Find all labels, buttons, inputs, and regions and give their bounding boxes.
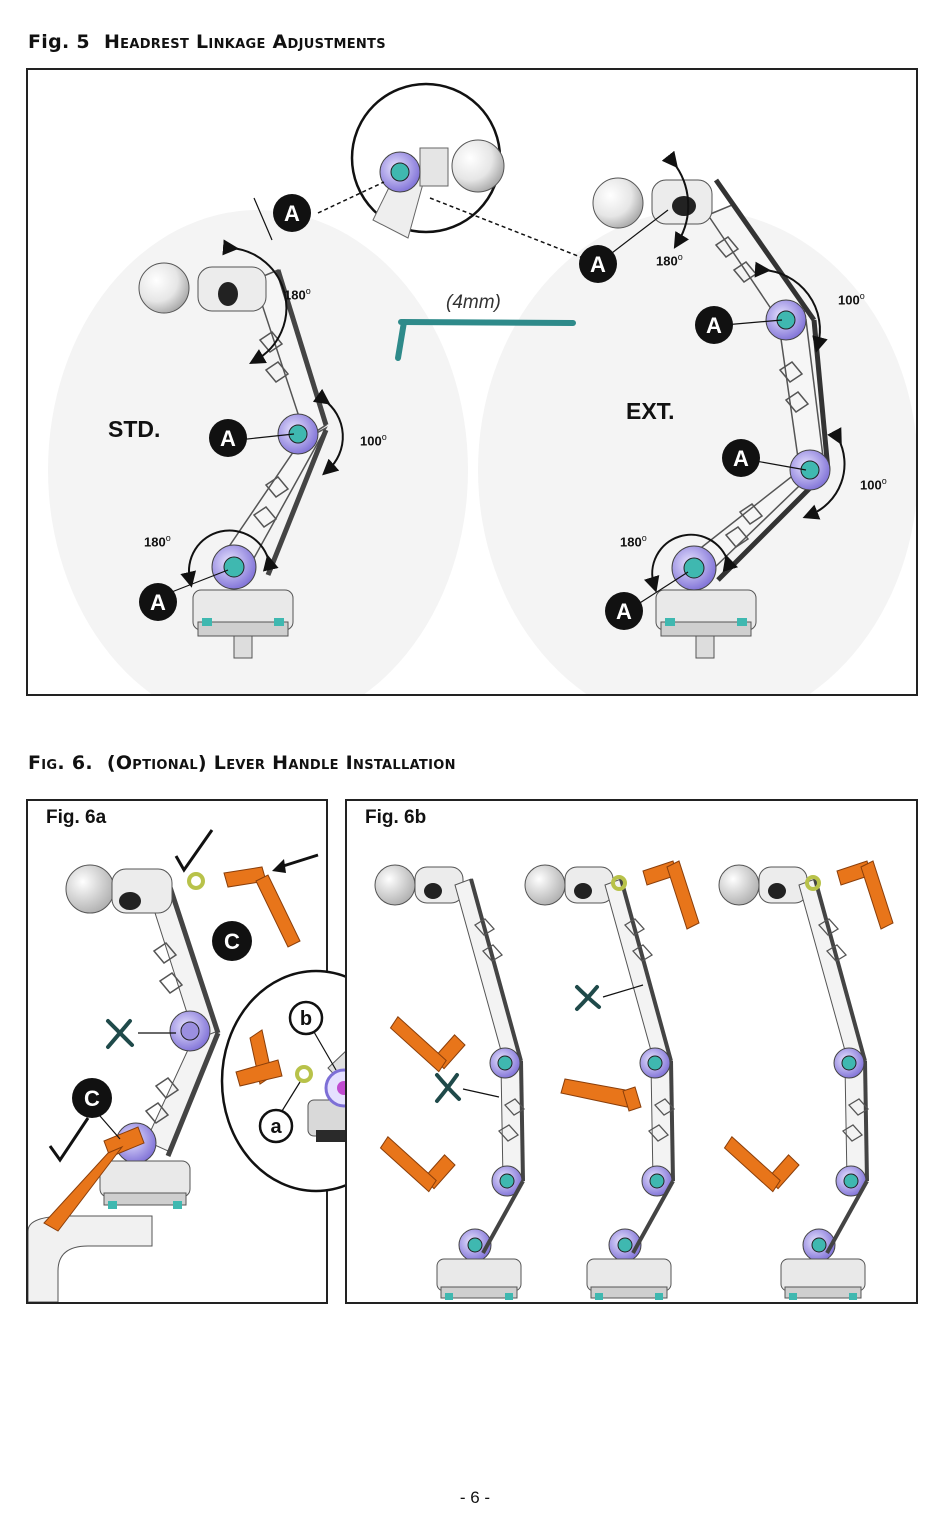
angle-ext-top: 180o [656, 252, 683, 269]
callout-a-text: A [706, 313, 722, 338]
fig5-frame: A A A A A A A STD. EXT. (4mm) 180o 100o … [26, 68, 918, 696]
fig6-title: Fig. 6. (Optional) Lever Handle Installat… [28, 752, 456, 774]
fig6b-illustration [373, 860, 894, 1302]
fig6-title-text: (Optional) Lever Handle Installation [106, 752, 456, 774]
fig6b-label: Fig. 6b [365, 807, 427, 828]
callout-b-text: b [300, 1008, 312, 1030]
lever-handle-detail [235, 1029, 283, 1087]
callout-a-std-top [273, 194, 311, 232]
fig5-illustration: A A A A A A A [48, 82, 916, 694]
cross-icon [575, 985, 601, 1011]
fig6-number: Fig. 6. [28, 752, 93, 774]
fig6b-step-2 [523, 860, 700, 1302]
callout-a-std-bottom [139, 583, 177, 621]
fig6a-illustration: C C [28, 829, 319, 1302]
page-number: - 6 - [459, 1488, 491, 1507]
callout-a-text: A [733, 446, 749, 471]
callout-a-ext-upper [695, 306, 733, 344]
std-label: STD. [108, 416, 161, 442]
arrow-icon [279, 853, 319, 869]
cross-icon [106, 1019, 134, 1049]
fig6a-frame: Fig. 6a [26, 799, 328, 1304]
fig5-number: Fig. 5 [28, 31, 90, 53]
callout-b [288, 1000, 324, 1036]
callout-a-small [258, 1108, 294, 1144]
ext-label: EXT. [626, 398, 675, 424]
fig5-title-text: Headrest Linkage Adjustments [103, 31, 386, 53]
callout-a-small-text: a [270, 1116, 282, 1138]
angle-ext-lower: 100o [860, 476, 887, 493]
angle-std-top: 180o [284, 286, 311, 303]
lever-handle-top [223, 866, 301, 948]
callout-a-ext-bottom [605, 592, 643, 630]
cross-icon [435, 1073, 461, 1103]
callout-a-text: A [150, 590, 166, 615]
tool-size-label: (4mm) [446, 292, 501, 313]
callout-c-bottom [72, 1078, 112, 1118]
fig6a-label: Fig. 6a [46, 807, 107, 828]
checkmark-icon [48, 1117, 90, 1163]
angle-std-bottom: 180o [144, 533, 171, 550]
hex-key-icon [395, 319, 576, 361]
fig6b-step-3 [717, 860, 894, 1302]
callout-a-text: A [590, 252, 606, 277]
callout-c-text: C [84, 1086, 100, 1111]
callout-a-text: A [616, 599, 632, 624]
callout-a-text: A [284, 201, 300, 226]
fig6b-frame: Fig. 6b [345, 799, 918, 1304]
checkmark-icon [174, 829, 214, 873]
detail-inset [350, 82, 505, 239]
angle-std-mid: 100o [360, 432, 387, 449]
callout-a-std-mid [209, 419, 247, 457]
fig5-title: Fig. 5 Headrest Linkage Adjustments [28, 31, 386, 53]
callout-a-ext-top [579, 245, 617, 283]
angle-ext-upper: 100o [838, 291, 865, 308]
callout-a-ext-lower [722, 439, 760, 477]
angle-ext-bottom: 180o [620, 533, 647, 550]
callout-c-text: C [224, 929, 240, 954]
callout-a-text: A [220, 426, 236, 451]
callout-c-top [212, 921, 252, 961]
lever-handle-bottom [43, 1126, 145, 1232]
